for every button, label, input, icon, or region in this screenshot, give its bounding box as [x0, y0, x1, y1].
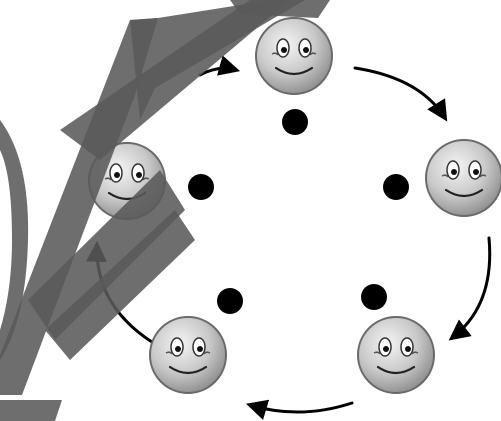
watermark-a-crossbar — [28, 170, 185, 340]
watermark-a-right-stroke — [130, 0, 305, 120]
dot-right — [383, 174, 409, 200]
inner-dots — [188, 109, 409, 314]
smiley-face-icon-bottom-left — [148, 315, 228, 395]
smiley-face-icon-bottom-right — [356, 315, 436, 395]
arrow-bottom-right-to-bottom-left — [245, 399, 354, 420]
smiley-face-icon-top — [254, 16, 334, 96]
watermark-bottom-serif — [0, 400, 62, 421]
watermark — [0, 0, 330, 421]
dot-bottom-left — [217, 288, 243, 314]
arrow-right-to-bottom-right — [448, 236, 492, 341]
watermark-q-fragment — [0, 120, 29, 360]
dot-top — [282, 109, 308, 135]
arrow-left-to-top — [198, 55, 241, 77]
dot-left — [188, 174, 214, 200]
smiley-face-icon-right — [424, 138, 501, 218]
dot-bottom-right — [361, 284, 387, 310]
arrow-top-to-right — [353, 66, 448, 122]
watermark-a-lower-diag — [45, 210, 195, 360]
watermark-a-upper-arm — [60, 0, 290, 160]
